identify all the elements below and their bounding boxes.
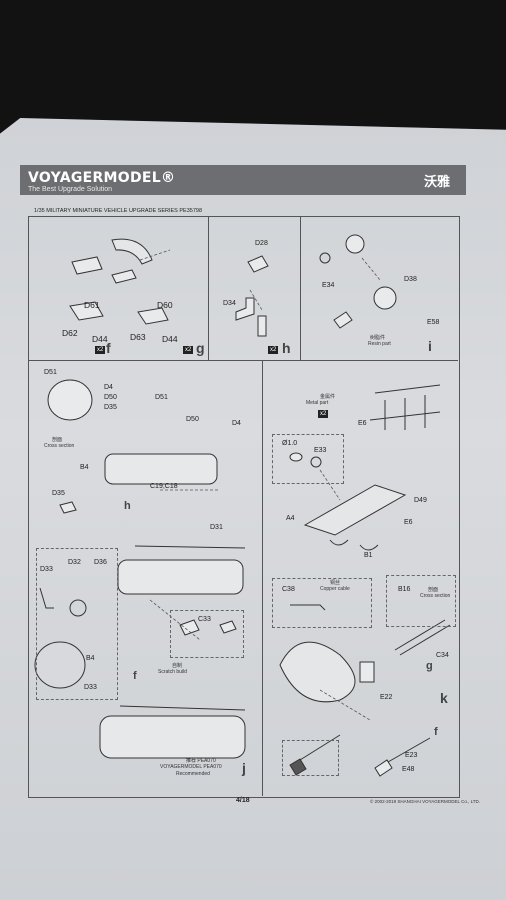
cross-section-cn: 剖面 — [52, 437, 63, 443]
part-label: C38 — [282, 586, 295, 593]
scratch-build-en: Scratch build — [158, 669, 187, 675]
part-label: E58 — [427, 319, 440, 326]
part-label: D50 — [186, 416, 199, 423]
quantity-badge: x2 — [318, 410, 329, 418]
part-label: Ø1.0 — [282, 440, 298, 447]
sub-step-f: f — [133, 670, 137, 682]
part-label: D36 — [94, 559, 107, 566]
part-label: E48 — [402, 766, 415, 773]
part-label: B16 — [398, 586, 411, 593]
quantity-badge: x2 — [183, 346, 194, 354]
part-label: E22 — [380, 694, 393, 701]
cross-section-cn-k: 剖面 — [428, 587, 439, 593]
callout-box-e33 — [272, 434, 344, 484]
part-label: D33 — [84, 684, 97, 691]
step-letter-k: k — [440, 690, 448, 706]
resin-note-en: Resin part — [368, 341, 391, 347]
part-label: D50 — [104, 394, 117, 401]
part-label: D60 — [157, 300, 173, 310]
part-label: D4 — [232, 420, 241, 427]
part-label: D32 — [68, 559, 81, 566]
part-label: D35 — [52, 490, 65, 497]
col-divider-3 — [262, 360, 263, 796]
part-label: E23 — [405, 752, 418, 759]
part-label: D49 — [414, 497, 427, 504]
part-label: B1 — [364, 552, 373, 559]
part-label: D61 — [84, 300, 100, 310]
brand-tagline: The Best Upgrade Solution — [28, 186, 113, 193]
col-divider-2 — [300, 216, 301, 360]
part-label: D51 — [155, 394, 168, 401]
chinese-brand: 沃雅 — [424, 174, 451, 189]
cross-section-en-k: Cross section — [420, 593, 451, 599]
part-label: D38 — [404, 276, 417, 283]
part-label: A4 — [286, 515, 295, 522]
copyright: © 2002-2019 SHANGHAI VOYAGERMODEL Co., L… — [370, 799, 481, 804]
part-label: D35 — [104, 404, 117, 411]
step-letter-h: h — [282, 340, 291, 356]
callout-box-d32 — [36, 548, 118, 700]
quantity-badge: x2 — [95, 346, 106, 354]
part-label: B4 — [86, 655, 95, 662]
step-letter-i: i — [428, 338, 432, 354]
metal-part-en: Metal part — [306, 400, 329, 406]
recommend-en-2: Recommended — [176, 771, 210, 777]
instruction-sheet — [0, 118, 506, 900]
recommend-cn: 推荐 PEA070 — [186, 758, 216, 764]
part-label: C19,C18 — [150, 483, 178, 490]
sub-step-h: h — [124, 500, 131, 512]
part-label: E6 — [404, 519, 413, 526]
part-label: E33 — [314, 447, 327, 454]
cross-section-en: Cross section — [44, 443, 75, 449]
resin-note-cn: 树脂件 — [370, 335, 386, 341]
part-label: C34 — [436, 652, 449, 659]
part-label: D63 — [130, 332, 146, 342]
copper-cable-en: Copper cable — [320, 586, 350, 592]
part-label: E6 — [358, 420, 367, 427]
step-letter-g: g — [196, 340, 205, 356]
part-label: C33 — [198, 616, 211, 623]
part-label: D44 — [162, 334, 178, 344]
scratch-build-cn: 自制 — [172, 663, 183, 669]
callout-box-c38 — [272, 578, 372, 628]
part-label: E34 — [322, 282, 335, 289]
series-line: 1/35 MILITARY MINIATURE VEHICLE UPGRADE … — [34, 208, 203, 214]
metal-part-cn: 金属件 — [320, 394, 336, 400]
recommend-en-1: VOYAGERMODEL PEA070 — [160, 764, 222, 770]
col-divider-1 — [208, 216, 209, 360]
quantity-badge: x2 — [268, 346, 279, 354]
sub-step-f-k: f — [434, 726, 438, 738]
part-label: D62 — [62, 328, 78, 338]
part-label: D33 — [40, 566, 53, 573]
brand-logo: VOYAGERMODEL® — [28, 170, 176, 186]
part-label: D31 — [210, 524, 223, 531]
sub-step-g: g — [426, 660, 433, 672]
page-number: 4/18 — [236, 797, 250, 804]
callout-box-shovel — [282, 740, 339, 776]
part-label: B4 — [80, 464, 89, 471]
header-banner — [20, 165, 466, 195]
part-label: D51 — [44, 369, 57, 376]
part-label: D28 — [255, 240, 268, 247]
copper-cable-cn: 铜丝 — [330, 580, 341, 586]
step-letter-f: f — [106, 340, 111, 356]
part-label: D44 — [92, 334, 108, 344]
part-label: D4 — [104, 384, 113, 391]
step-letter-j: j — [242, 760, 246, 776]
row-divider — [28, 360, 458, 361]
callout-box-c33 — [170, 610, 244, 658]
instruction-frame — [28, 216, 460, 798]
callout-box-b16 — [386, 575, 456, 627]
part-label: D34 — [223, 300, 236, 307]
